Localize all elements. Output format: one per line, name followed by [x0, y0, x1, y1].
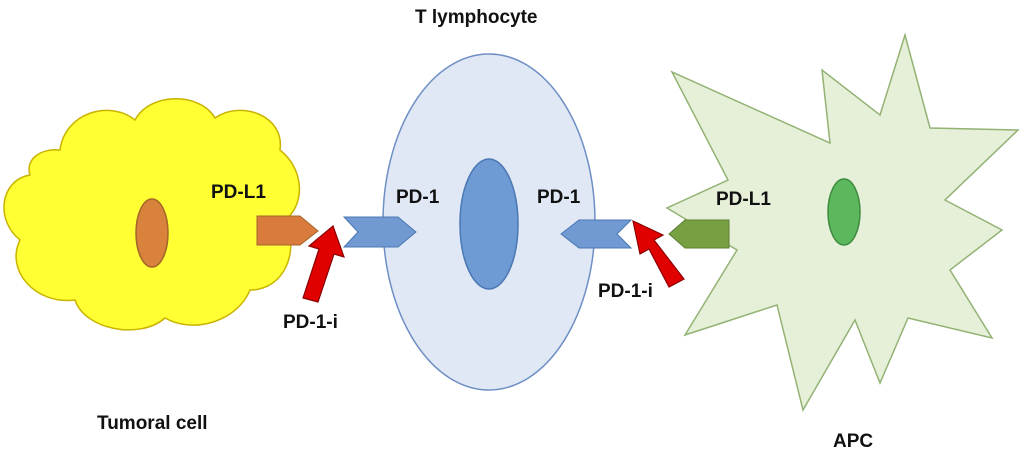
pd1-right-label: PD-1	[537, 187, 581, 208]
pdl1-tumor-label: PD-L1	[211, 182, 266, 203]
apc-nucleus	[827, 178, 861, 246]
inhibitor-right-label: PD-1-i	[598, 281, 653, 302]
inhibitor-left-label: PD-1-i	[283, 312, 338, 333]
tumoral-cell-label: Tumoral cell	[97, 413, 208, 434]
apc-cell	[665, 32, 1020, 412]
apc-label: APC	[833, 431, 874, 452]
pd1-right-chevron	[560, 219, 633, 249]
pdl1-apc-label: PD-L1	[716, 189, 771, 210]
t-lymphocyte-nucleus	[459, 158, 519, 290]
pdl1-apc-arrow	[668, 219, 730, 249]
inhibitor-right-arrow	[632, 219, 685, 288]
tumoral-cell	[3, 98, 301, 331]
pd1-left-chevron	[342, 216, 417, 248]
inhibitor-left-arrow	[302, 224, 345, 303]
t-lymphocyte	[382, 53, 596, 391]
pdl1-tumor-arrow	[256, 215, 319, 246]
tumoral-nucleus	[135, 198, 169, 268]
t-lymphocyte-label: T lymphocyte	[415, 7, 538, 28]
pd1-left-label: PD-1	[396, 187, 440, 208]
